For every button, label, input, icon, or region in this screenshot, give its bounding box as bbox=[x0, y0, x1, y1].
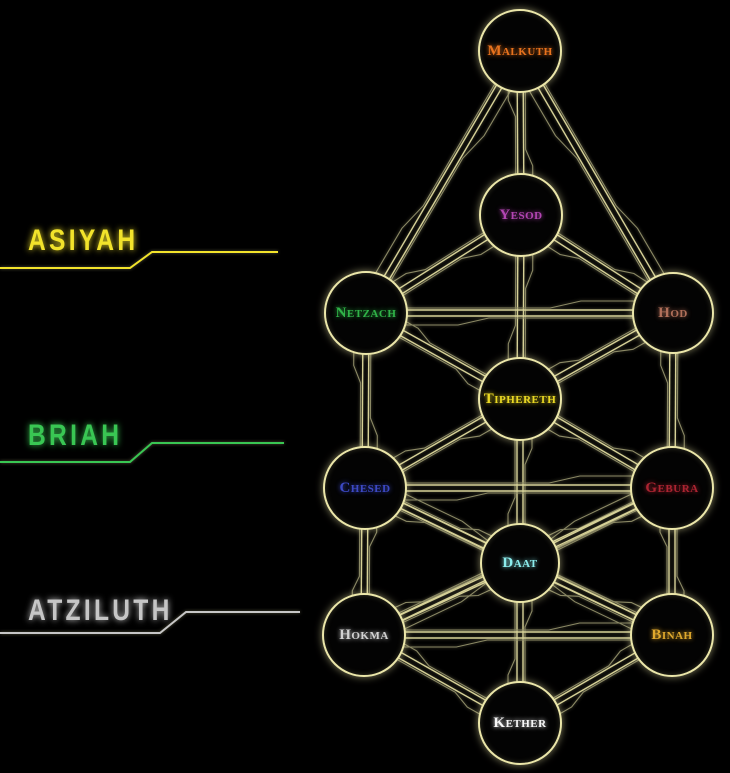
node-malkuth-label: Malkuth bbox=[487, 42, 553, 59]
node-kether[interactable]: Kether bbox=[478, 681, 562, 765]
layer-label-atziluth: ATZILUTH bbox=[28, 594, 173, 627]
node-daat-label: Daat bbox=[502, 554, 538, 571]
node-tiphereth-label: Tiphereth bbox=[483, 390, 557, 407]
node-gebura[interactable]: Gebura bbox=[630, 446, 714, 530]
node-hokma[interactable]: Hokma bbox=[322, 593, 406, 677]
node-yesod[interactable]: Yesod bbox=[479, 173, 563, 257]
node-hod[interactable]: Hod bbox=[632, 272, 714, 354]
layer-label-asiyah: ASIYAH bbox=[28, 224, 139, 257]
node-hod-label: Hod bbox=[658, 304, 688, 321]
node-gebura-label: Gebura bbox=[645, 479, 699, 496]
node-daat[interactable]: Daat bbox=[480, 523, 560, 603]
node-yesod-label: Yesod bbox=[499, 206, 543, 223]
node-kether-label: Kether bbox=[493, 714, 547, 731]
node-malkuth[interactable]: Malkuth bbox=[478, 9, 562, 93]
layer-label-briah: BRIAH bbox=[28, 419, 123, 452]
node-netzach-label: Netzach bbox=[335, 304, 397, 321]
node-chesed-label: Chesed bbox=[339, 479, 391, 496]
node-hokma-label: Hokma bbox=[339, 626, 389, 643]
node-tiphereth[interactable]: Tiphereth bbox=[478, 357, 562, 441]
node-binah-label: Binah bbox=[651, 626, 693, 643]
node-chesed[interactable]: Chesed bbox=[323, 446, 407, 530]
node-binah[interactable]: Binah bbox=[630, 593, 714, 677]
node-netzach[interactable]: Netzach bbox=[324, 271, 408, 355]
